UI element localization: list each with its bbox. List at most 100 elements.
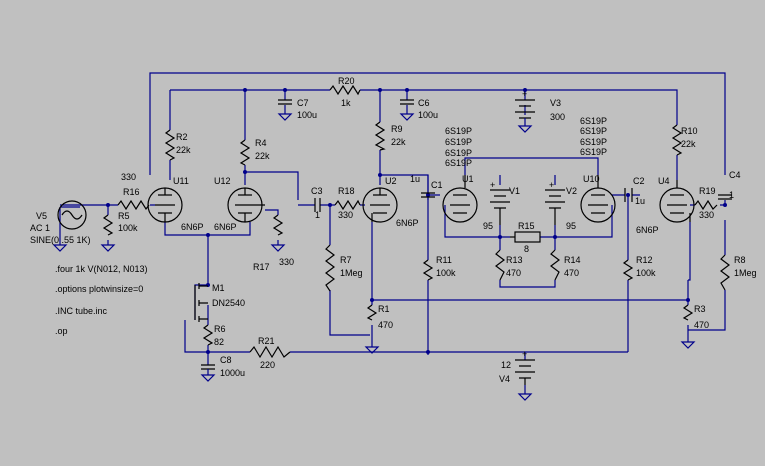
resistor-r17 [272,214,284,236]
label-v4-value: 12 [501,360,511,370]
directive-options: .options plotwinsize=0 [55,284,143,294]
label-r21-value: 220 [260,360,275,370]
label-6s19p-b3: 6S19P [580,137,607,147]
grounds [52,112,696,401]
ground-icon [100,240,116,252]
resistors [102,84,730,359]
label-plus-v2: + [549,180,554,190]
label-r14: R14 [564,255,581,265]
ground-icon [200,369,216,382]
label-m1: M1 [212,283,225,293]
label-c2: C2 [633,176,645,186]
resistor-r2 [164,129,176,161]
label-r2-value: 22k [176,145,191,155]
label-r15-value: 8 [524,244,529,254]
label-v4: V4 [499,374,510,384]
tube-u11 [147,187,183,223]
capacitor-c4 [718,194,732,200]
label-r15: R15 [518,221,535,231]
label-v3: V3 [550,98,561,108]
battery-v2 [545,189,565,225]
label-u4: U4 [658,176,670,186]
tube-u1 [442,175,478,223]
battery-v4 [515,359,535,385]
resistor-r3 [682,304,694,321]
label-6s19p-a4: 6S19P [445,158,472,168]
label-v1: V1 [509,186,520,196]
label-r11-value: 100k [436,268,456,278]
label-r3-value: 470 [694,320,709,330]
label-c7: C7 [297,98,309,108]
spice-directives: .four 1k V(N012, N013) .options plotwins… [55,264,148,336]
ground-icon [680,340,696,349]
ground-icon [270,240,286,252]
label-6n6p-4: 6N6P [636,225,659,235]
label-r2: R2 [176,132,188,142]
label-c4: C4 [729,170,741,180]
tube-u10 [580,175,616,223]
resistor-r8 [720,254,730,291]
label-r19-value: 330 [699,210,714,220]
label-c7-value: 100u [297,110,317,120]
tubes [147,175,695,223]
resistor-r19 [694,199,718,211]
label-6s19p-b1: 6S19P [580,116,607,126]
label-c2-value: 1u [635,196,645,206]
capacitor-c1 [421,192,435,198]
label-u1: U1 [462,174,474,184]
resistor-r20 [329,84,361,96]
directive-inc: .INC tube.inc [55,306,108,316]
label-r7-value: 1Meg [340,268,363,278]
resistor-r7 [325,244,335,292]
resistor-r21 [249,345,291,359]
capacitor-c3 [314,198,321,212]
resistor-r13 [495,249,505,281]
label-u10: U10 [583,174,600,184]
ground-icon [277,112,293,121]
capacitor-c6 [400,99,414,105]
label-c8: C8 [220,355,232,365]
label-v1-value: 95 [483,221,493,231]
label-c6-value: 100u [418,110,438,120]
label-u2: U2 [385,176,397,186]
tube-u12 [227,187,265,223]
resistor-r10 [671,124,683,156]
label-r16: R16 [123,187,140,197]
directive-four: .four 1k V(N012, N013) [55,264,148,274]
ground-icon [52,240,68,252]
label-v5: V5 [36,211,47,221]
label-r13: R13 [506,255,523,265]
label-r6-value: 82 [214,337,224,347]
label-6s19p-a1: 6S19P [445,126,472,136]
ground-icon [399,112,415,121]
junctions [106,88,727,354]
resistor-r9 [374,121,386,151]
capacitor-c2 [624,188,633,202]
label-r14-value: 470 [564,268,579,278]
label-v5-sine: SINE(0 .55 1K) [30,235,91,245]
label-c1-value: 1u [410,174,420,184]
label-r17-value: 330 [279,257,294,267]
label-r20-value: 1k [341,98,351,108]
ground-icon [517,118,533,133]
label-6s19p-b4: 6S19P [580,147,607,157]
label-r4: R4 [255,138,267,148]
label-r9: R9 [391,124,403,134]
label-r1-value: 470 [378,320,393,330]
label-r1: R1 [378,304,390,314]
label-v3-value: 300 [550,112,565,122]
resistor-r1 [366,304,378,321]
resistor-r6 [202,324,214,346]
mosfet-m1 [194,283,208,322]
ground-icon [517,392,533,401]
resistor-r5 [102,214,114,236]
capacitor-c7 [278,99,292,105]
sources [57,99,565,385]
resistor-r15 [514,231,541,243]
label-6n6p-1: 6N6P [181,222,204,232]
label-c3: C3 [311,186,323,196]
label-r17: R17 [253,262,270,272]
label-v5-value: AC 1 [30,223,50,233]
